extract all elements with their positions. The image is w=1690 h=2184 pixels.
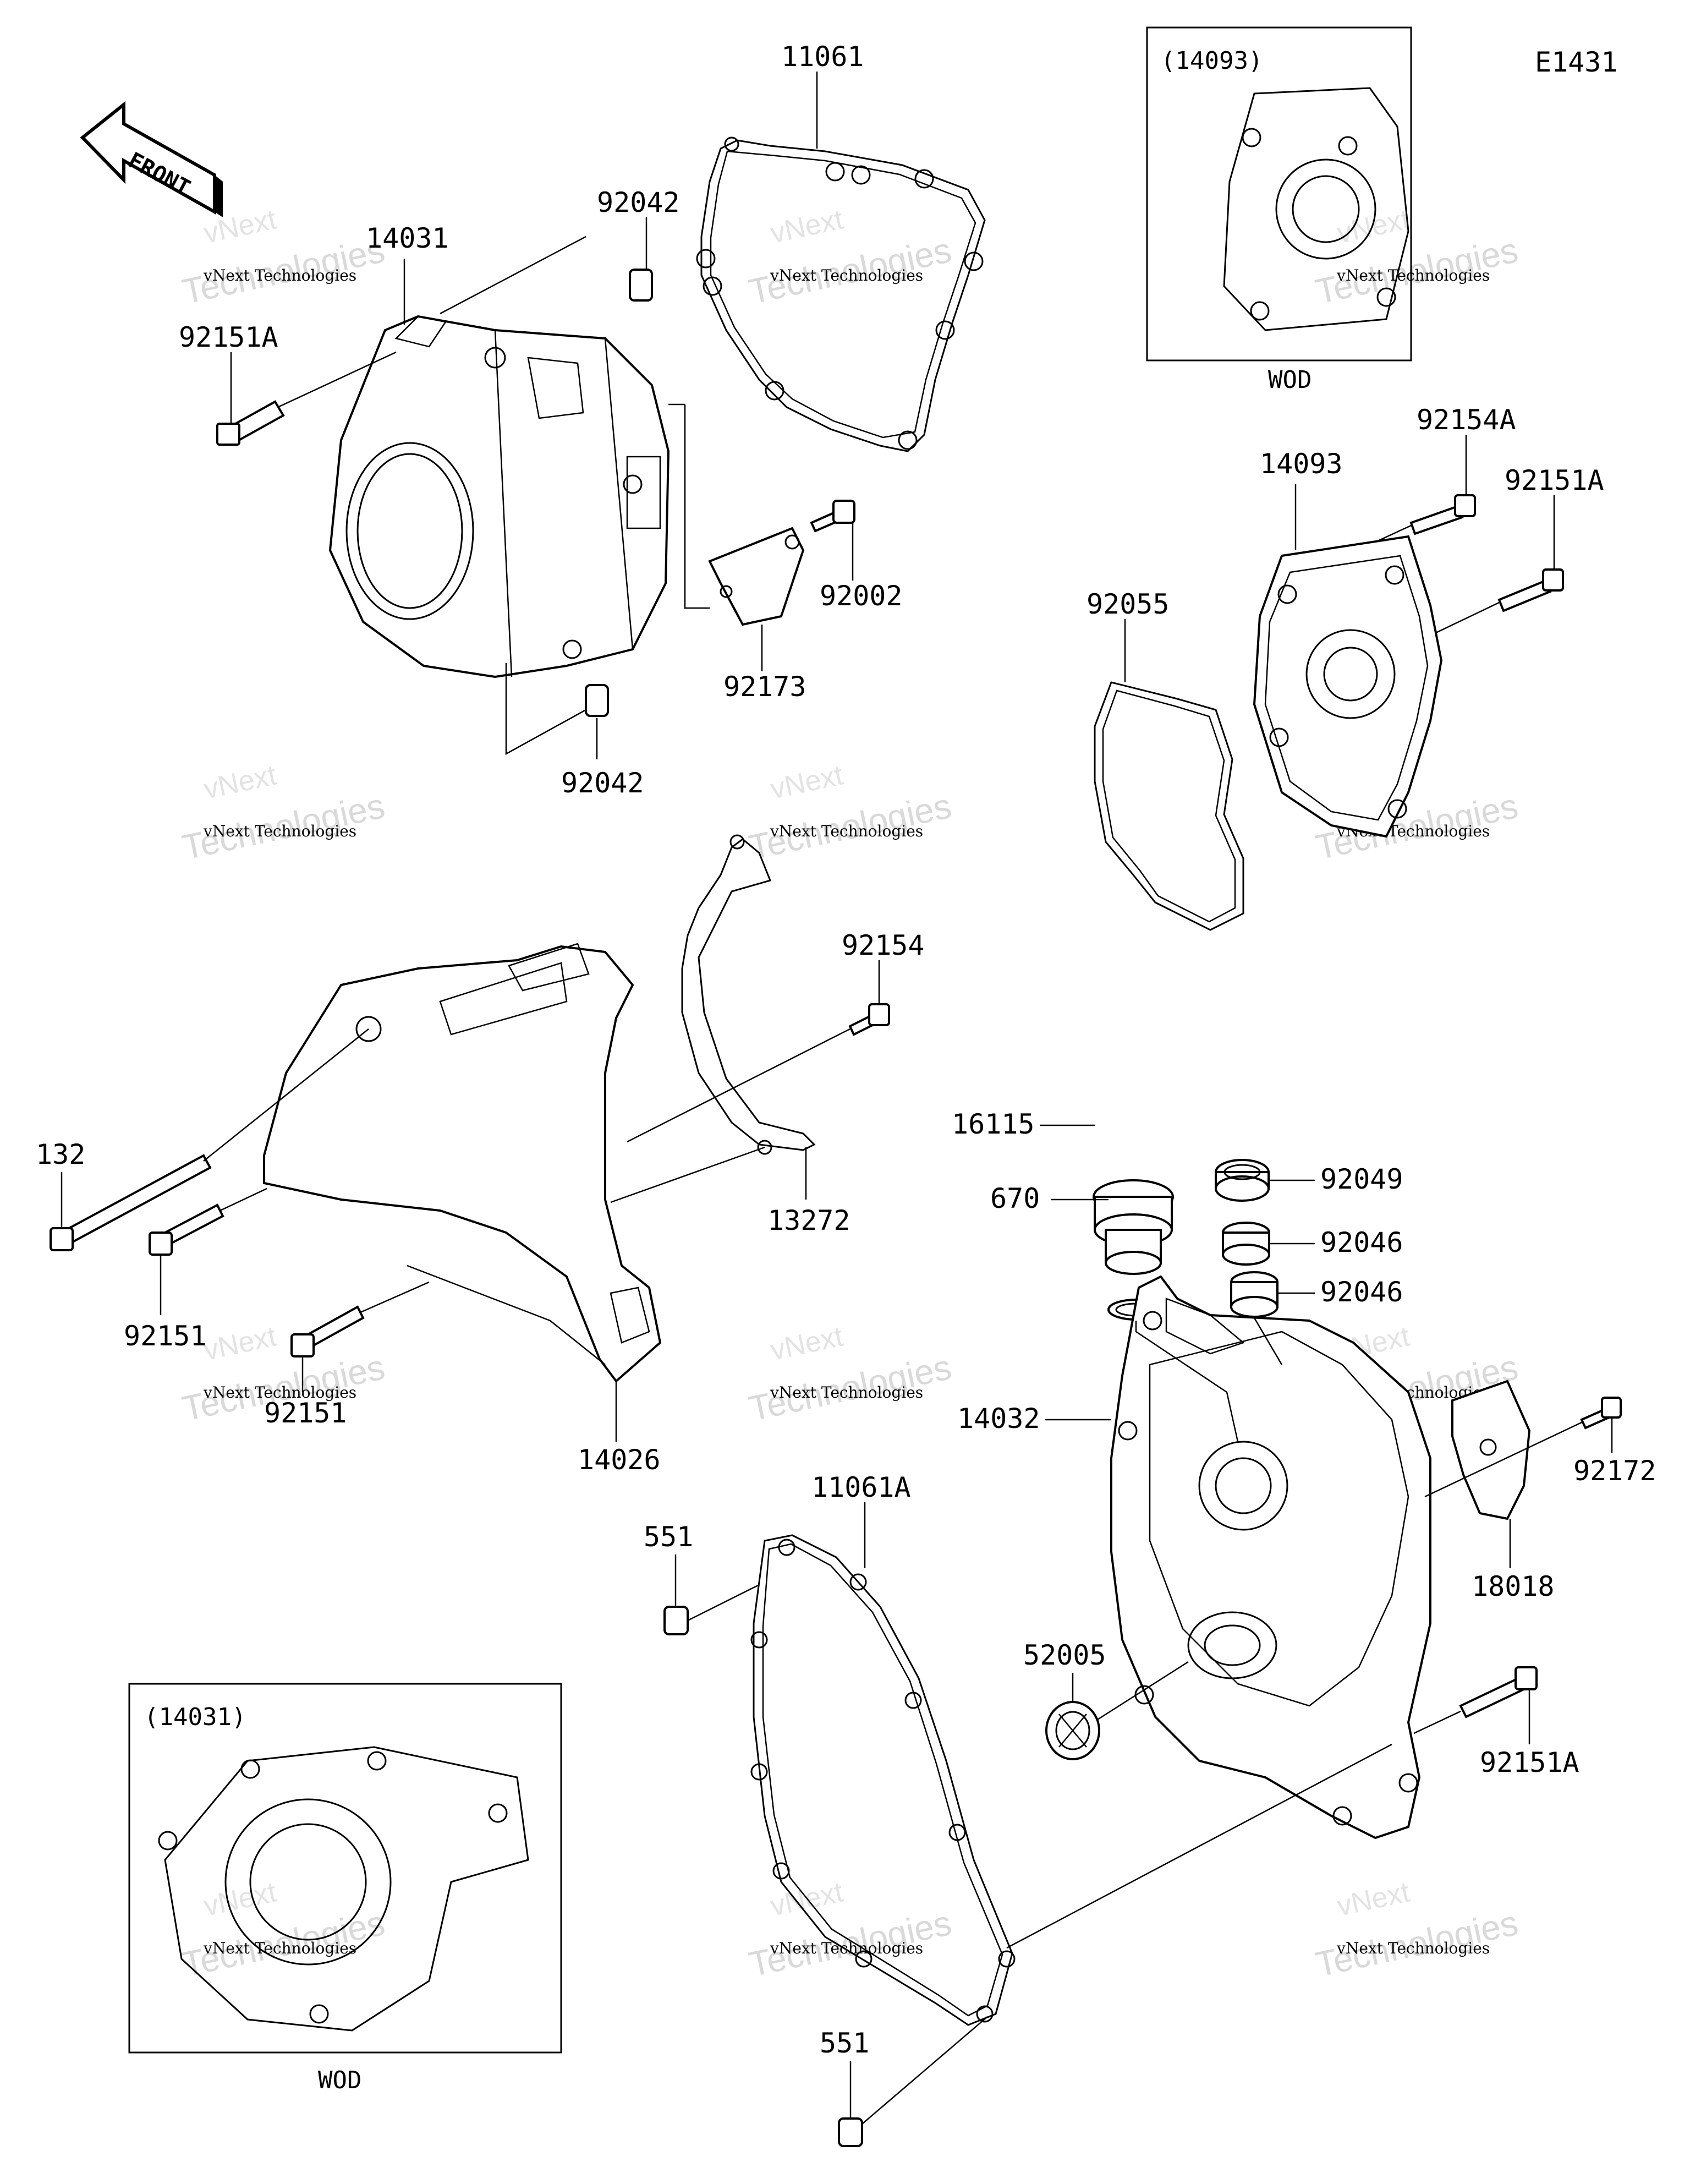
clutch-cover-14032	[1110, 1275, 1431, 1840]
ref-label-14031: (14031)	[144, 1703, 246, 1731]
watermark-text: vNext Technologies	[203, 1939, 356, 1957]
gasket-11061A	[750, 1534, 1016, 2026]
label-52005: 52005	[1023, 1639, 1106, 1671]
watermark-vnext: vNext	[767, 203, 846, 249]
watermark-vnext: vNext	[1334, 1876, 1413, 1922]
watermark-text: vNext Technologies	[1336, 1939, 1490, 1957]
oil-seal-92049	[1215, 1159, 1270, 1202]
bolt-92151A-right-upper	[1497, 568, 1564, 612]
label-92055: 92055	[1087, 588, 1170, 620]
watermark-vnext: vNext	[1334, 203, 1413, 249]
label-13272: 13272	[767, 1205, 851, 1236]
needle-bearing-92046-lower	[1230, 1271, 1279, 1318]
bolt-132	[50, 1154, 212, 1251]
bolt-92151-upper	[149, 1203, 224, 1256]
label-11061: 11061	[781, 41, 864, 73]
watermark-vnext: vNext	[767, 1320, 846, 1366]
label-14032: 14032	[957, 1403, 1040, 1435]
watermark-text: vNext Technologies	[770, 1939, 923, 1957]
watermark-vnext: vNext	[767, 759, 846, 805]
front-arrow-icon: FRONT	[80, 101, 223, 217]
gasket-92055	[1094, 681, 1244, 931]
reference-box-14093: (14093) WOD	[1146, 26, 1412, 394]
label-92172: 92172	[1573, 1455, 1656, 1487]
watermark-vnext: vNext	[201, 1876, 279, 1922]
bracket-92173	[708, 527, 805, 626]
watermark-vnext: vNext	[201, 759, 279, 805]
label-132: 132	[36, 1138, 85, 1170]
dowel-pin-92042-upper	[629, 269, 653, 302]
label-92151A-right-upper: 92151A	[1505, 464, 1604, 496]
generator-cover-14031	[328, 315, 670, 678]
watermark-text: vNext Technologies	[203, 266, 356, 284]
gasket-11061	[696, 136, 986, 452]
ref-label-14093: (14093)	[1161, 47, 1263, 75]
label-92151-upper: 92151	[124, 1320, 207, 1352]
label-92151A-lower-right: 92151A	[1480, 1747, 1579, 1778]
reference-box-14031: (14031) WOD	[128, 1683, 562, 2094]
label-92173: 92173	[723, 671, 806, 703]
label-18018: 18018	[1472, 1570, 1555, 1602]
label-92046-upper: 92046	[1320, 1227, 1403, 1258]
watermark-text: vNext Technologies	[203, 822, 356, 840]
label-92151A-upper-left: 92151A	[179, 321, 278, 353]
cover-18018	[1451, 1380, 1531, 1520]
label-92046-lower: 92046	[1320, 1276, 1403, 1308]
watermark-text: vNext Technologies	[770, 822, 923, 840]
label-14031: 14031	[366, 222, 449, 254]
watermark-text: vNext Technologies	[770, 266, 923, 284]
oil-filler-cap-16115	[1093, 1179, 1174, 1275]
bolt-92172	[1580, 1397, 1622, 1430]
watermark-text: vNext Technologies	[770, 1383, 923, 1402]
label-92042-lower: 92042	[561, 767, 644, 799]
dowel-pin-551-upper	[663, 1606, 689, 1635]
bolt-92151-lower	[290, 1305, 365, 1358]
sprocket-cover-14026	[263, 943, 662, 1383]
label-92049: 92049	[1320, 1163, 1403, 1195]
label-92002: 92002	[820, 580, 903, 612]
watermark-vnext: vNext	[201, 1320, 279, 1366]
bolt-92002	[810, 500, 855, 533]
bolt-92154A	[1409, 494, 1476, 535]
dowel-pin-92042-lower	[585, 684, 609, 717]
diagram-code: E1431	[1535, 46, 1618, 78]
label-670: 670	[990, 1183, 1040, 1214]
wod-note-top: WOD	[1268, 366, 1312, 394]
dowel-pin-551-lower	[838, 2117, 863, 2147]
label-92154A: 92154A	[1417, 404, 1516, 436]
label-16115: 16115	[952, 1108, 1035, 1140]
oil-level-gauge-52005	[1045, 1701, 1100, 1760]
bolt-92151A-upper-left	[216, 400, 285, 446]
label-551-upper: 551	[644, 1521, 693, 1553]
leader-lines	[61, 72, 1613, 2125]
needle-bearing-92046-upper	[1222, 1222, 1270, 1266]
label-14093: 14093	[1260, 448, 1343, 480]
label-92151-lower: 92151	[264, 1397, 347, 1429]
label-11061A: 11061A	[811, 1471, 911, 1503]
label-14026: 14026	[578, 1444, 661, 1476]
part-labels: 11061 92042 14031 92151A 92002 92173 920…	[36, 41, 1656, 2059]
bolt-92154	[848, 1003, 890, 1036]
bolt-92151A-lower-right	[1459, 1666, 1538, 1718]
wod-note-bottom: WOD	[318, 2066, 361, 2094]
watermark-text: vNext Technologies	[1336, 266, 1490, 284]
label-551-lower: 551	[820, 2027, 869, 2059]
label-92042-upper: 92042	[597, 187, 680, 218]
pulse-cover-14093	[1253, 535, 1443, 838]
watermark-text: vNext Technologies	[203, 1383, 356, 1402]
chain-guide-13272	[681, 834, 816, 1155]
label-92154: 92154	[842, 929, 925, 961]
